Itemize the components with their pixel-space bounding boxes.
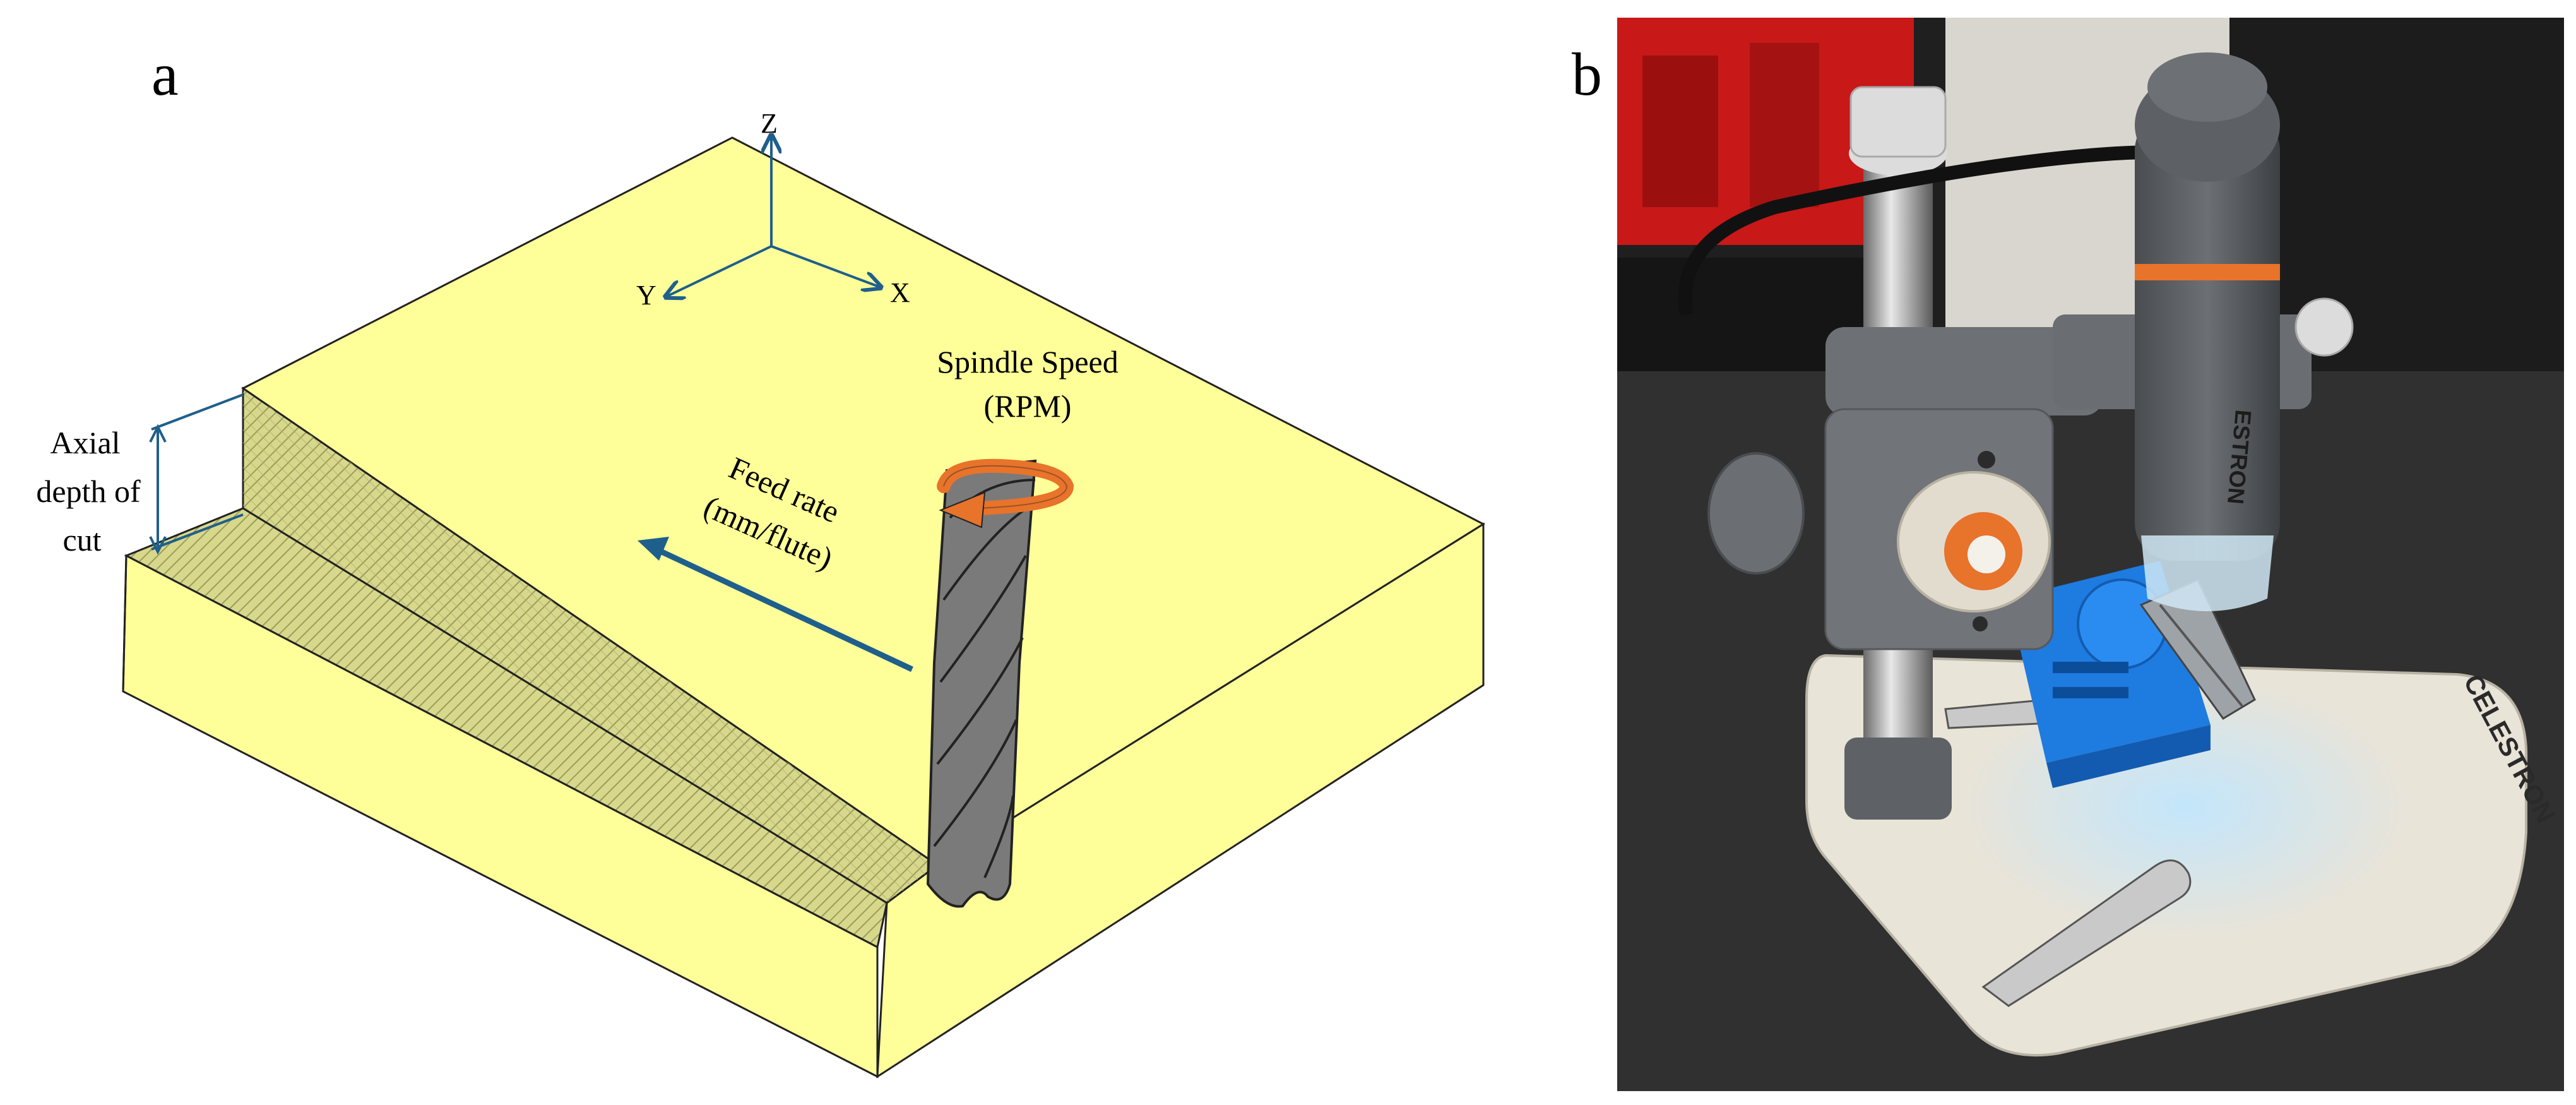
axial-depth-label-2: depth of [36,474,141,509]
microscope-photo: CELESTRON [1617,18,2564,1091]
y-axis-label: Y [636,280,656,311]
spindle-speed-label-1: Spindle Speed [937,344,1118,379]
microscope-illustration: CELESTRON [1617,18,2564,1091]
spindle-rotation-arrow [937,458,1074,529]
led-lens-cap [2141,535,2274,611]
focus-knob [1897,471,2051,612]
z-axis-label: Z [761,108,778,139]
panel-a-label: a [151,40,179,108]
left-knob [1707,452,1805,575]
axial-depth-label-1: Axial [50,425,120,460]
spindle-speed-label-2: (RPM) [984,388,1072,424]
feed-direction-arrow [638,537,913,672]
stage-clip-lower [1981,859,2192,1007]
pole-collar [1844,738,1952,820]
axis-triad: Z X Y [636,108,910,311]
end-mill-tool [926,459,1037,908]
milling-schematic: Z X Y Axial depth of cut Feed rate (mm/f… [36,108,1486,1078]
digital-microscope: ESTRON [2135,52,2354,611]
pole-cap [1849,86,1947,158]
camera-dial [2294,297,2354,357]
axial-depth-annotation: Axial depth of cut [36,393,244,558]
block-right-face [876,522,1485,1078]
x-axis-label: X [890,277,910,308]
panel-b-label: b [1572,40,1602,108]
axial-depth-label-3: cut [62,522,101,558]
orange-ring [2135,264,2280,280]
